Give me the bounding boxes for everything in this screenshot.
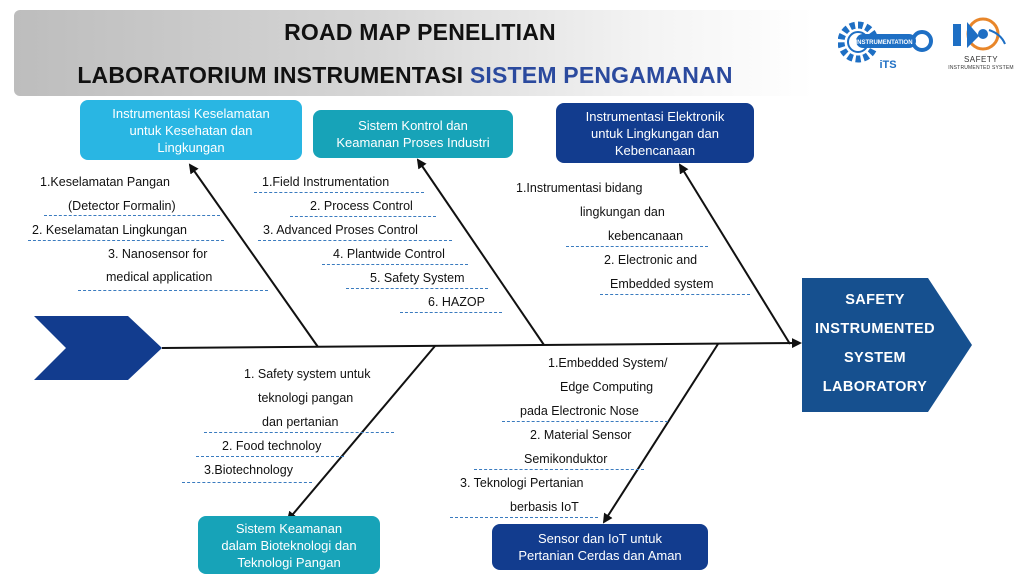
its-instrumentation-logo: INSTRUMENTATION iTS bbox=[838, 21, 933, 71]
dashed-underline bbox=[182, 482, 312, 483]
list-item: berbasis IoT bbox=[510, 500, 579, 514]
sis-logo-line2: INSTRUMENTED SYSTEM bbox=[948, 65, 1014, 71]
list-item: Embedded system bbox=[610, 277, 714, 291]
category-label-line: Instrumentasi Keselamatan bbox=[112, 105, 270, 121]
dashed-underline bbox=[450, 517, 598, 518]
category-label-line: Instrumentasi Elektronik bbox=[585, 108, 725, 124]
list-item: Edge Computing bbox=[560, 380, 654, 394]
list-item: 3. Advanced Proses Control bbox=[263, 223, 418, 237]
list-item: teknologi pangan bbox=[258, 391, 354, 405]
effect-line-4: LABORATORY bbox=[822, 379, 928, 395]
list-item: 3. Nanosensor for bbox=[108, 247, 208, 261]
effect-head-shape bbox=[802, 278, 972, 412]
dashed-underline bbox=[28, 240, 224, 241]
category-label-line: Lingkungan bbox=[157, 139, 225, 155]
list-item: 2. Electronic and bbox=[604, 253, 698, 267]
category-label-line: untuk Kesehatan dan bbox=[129, 122, 253, 138]
effect-line-2: INSTRUMENTED bbox=[815, 321, 935, 337]
dashed-underline bbox=[204, 432, 394, 433]
category-label-line: dalam Bioteknologi dan bbox=[221, 537, 357, 553]
dashed-underline bbox=[400, 312, 502, 313]
dashed-underline bbox=[196, 456, 344, 457]
title-main: LABORATORIUM INSTRUMENTASI bbox=[77, 62, 464, 88]
list-item: 1.Instrumentasi bidang bbox=[516, 181, 643, 195]
list-item: 3. Teknologi Pertanian bbox=[460, 476, 584, 490]
title-accent: SISTEM PENGAMANAN bbox=[469, 62, 733, 88]
category-label-line: Sistem Keamanan bbox=[235, 520, 343, 536]
list-item: 2. Food technoloy bbox=[222, 439, 322, 453]
its-logo-sub: iTS bbox=[879, 59, 896, 71]
category-label-line: Sistem Kontrol dan bbox=[358, 118, 468, 133]
category-label-line: Kebencanaan bbox=[614, 142, 696, 158]
bone-top-right bbox=[678, 163, 791, 345]
category-label-line: Keamanan Proses Industri bbox=[336, 135, 490, 150]
spine-line bbox=[161, 338, 802, 349]
category-box-sistem-kontrol: Sistem Kontrol dan Keamanan Proses Indus… bbox=[313, 110, 513, 158]
page-title-line2: LABORATORIUM INSTRUMENTASI SISTEM PENGAM… bbox=[0, 62, 825, 89]
sis-logo-line1: SAFETY bbox=[963, 55, 999, 64]
category-box-instrumentasi-elektronik: Instrumentasi Elektronik untuk Lingkunga… bbox=[556, 103, 754, 163]
dashed-underline bbox=[290, 216, 436, 217]
list-item: lingkungan dan bbox=[580, 205, 665, 219]
list-item: medical application bbox=[106, 270, 213, 284]
dashed-underline bbox=[566, 246, 708, 247]
title-banner bbox=[14, 10, 814, 96]
list-item: kebencanaan bbox=[608, 229, 684, 243]
list-item: pada Electronic Nose bbox=[520, 404, 639, 418]
bone-bottom-right bbox=[602, 343, 719, 524]
bone-bottom-left bbox=[286, 345, 436, 522]
effect-line-1: SAFETY bbox=[845, 292, 905, 308]
list-item: 2. Material Sensor bbox=[530, 428, 632, 442]
dashed-underline bbox=[600, 294, 750, 295]
dashed-underline bbox=[474, 469, 644, 470]
safety-instrumented-system-logo bbox=[953, 17, 1006, 51]
page-title-line1: ROAD MAP PENELITIAN bbox=[284, 19, 556, 45]
category-box-sensor-iot: Sensor dan IoT untuk Pertanian Cerdas da… bbox=[492, 524, 708, 570]
list-item: 2. Process Control bbox=[310, 199, 413, 213]
list-item: Semikonduktor bbox=[524, 452, 608, 466]
list-item: 1. Safety system untuk bbox=[244, 367, 371, 381]
category-label-line: untuk Lingkungan dan bbox=[591, 125, 719, 141]
dashed-underline bbox=[322, 264, 468, 265]
list-item: 4. Plantwide Control bbox=[333, 247, 445, 261]
list-item: 2. Keselamatan Lingkungan bbox=[32, 223, 187, 237]
dashed-underline bbox=[254, 192, 424, 193]
category-box-bioteknologi: Sistem Keamanan dalam Bioteknologi dan T… bbox=[198, 516, 380, 574]
dashed-underline bbox=[346, 288, 488, 289]
dashed-underline bbox=[78, 290, 268, 291]
list-item: 3.Biotechnology bbox=[204, 463, 293, 477]
dashed-underline bbox=[502, 421, 668, 422]
its-logo-label: INSTRUMENTATION bbox=[855, 40, 912, 46]
effect-line-3: SYSTEM bbox=[843, 350, 907, 366]
bone-top-mid bbox=[416, 158, 545, 346]
list-item: 1.Embedded System/ bbox=[548, 356, 668, 370]
list-item: dan pertanian bbox=[262, 415, 339, 429]
bone-top-left bbox=[188, 163, 319, 348]
category-label-line: Sensor dan IoT untuk bbox=[537, 531, 663, 546]
effect-label: SAFETY INSTRUMENTED SYSTEM LABORATORY bbox=[800, 286, 950, 402]
dashed-underline bbox=[258, 240, 452, 241]
list-item: 6. HAZOP bbox=[428, 295, 485, 309]
sis-logo-text: SAFETY INSTRUMENTED SYSTEM bbox=[940, 55, 1022, 73]
category-label-line: Teknologi Pangan bbox=[237, 554, 341, 570]
list-item: (Detector Formalin) bbox=[68, 199, 176, 213]
list-item: 1.Keselamatan Pangan bbox=[40, 175, 170, 189]
list-item: 5. Safety System bbox=[370, 271, 465, 285]
spine-tail-chevron bbox=[34, 316, 162, 380]
dashed-underline bbox=[44, 215, 220, 216]
category-box-kesehatan-lingkungan: Instrumentasi Keselamatan untuk Kesehata… bbox=[80, 100, 302, 160]
category-label-line: Pertanian Cerdas dan Aman bbox=[518, 548, 682, 563]
list-item: 1.Field Instrumentation bbox=[262, 175, 390, 189]
